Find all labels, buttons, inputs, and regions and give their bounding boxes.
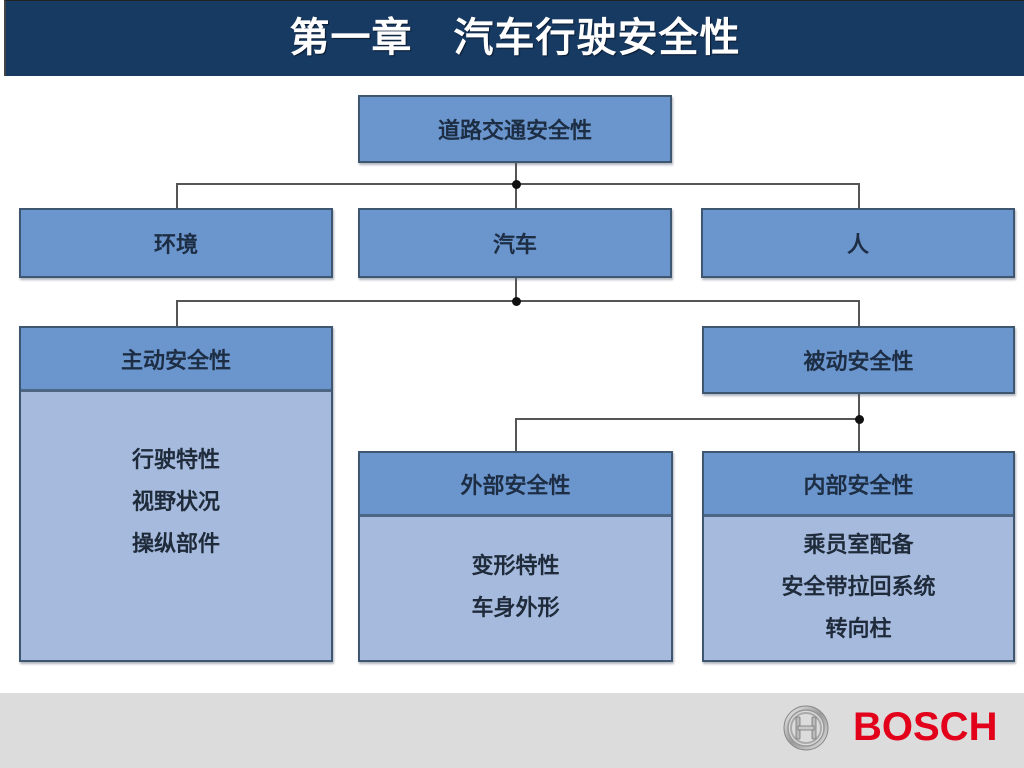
node-header: 外部安全性: [360, 453, 671, 517]
junction-dot: [512, 297, 521, 306]
connector-vehicle-down: [515, 277, 517, 302]
list-item: 视野状况: [131, 489, 220, 515]
junction-dot: [855, 415, 864, 424]
node-active-safety: 主动安全性 行驶特性 视野状况 操纵部件: [19, 326, 333, 662]
node-label: 主动安全性: [120, 347, 231, 374]
connector-to-passive: [858, 300, 860, 328]
slide-title: 第一章 汽车行驶安全性: [289, 14, 741, 61]
node-items: 行驶特性 视野状况 操纵部件: [21, 392, 331, 602]
brand-logo-text: BOSCH: [853, 705, 998, 749]
slide-header: 第一章 汽车行驶安全性: [4, 0, 1024, 76]
node-label: 环境: [153, 232, 198, 258]
node-header: 内部安全性: [704, 453, 1013, 517]
node-label: 人: [846, 232, 869, 258]
list-item: 变形特性: [471, 553, 560, 579]
node-label: 道路交通安全性: [437, 118, 592, 144]
list-item: 乘员室配备: [803, 532, 914, 558]
list-item: 操纵部件: [131, 531, 220, 557]
list-item: 安全带拉回系统: [781, 574, 936, 600]
node-label: 内部安全性: [803, 472, 914, 499]
junction-dot: [512, 180, 521, 189]
node-header: 主动安全性: [21, 328, 331, 392]
list-item: 转向柱: [825, 616, 892, 642]
node-vehicle: 汽车: [358, 208, 672, 278]
node-items: 变形特性 车身外形: [360, 517, 671, 657]
connector-to-external: [515, 418, 517, 452]
node-road-traffic-safety: 道路交通安全性: [358, 95, 672, 163]
node-environment: 环境: [19, 208, 333, 278]
list-item: 行驶特性: [131, 447, 220, 473]
node-human: 人: [701, 208, 1015, 278]
node-external-safety: 外部安全性 变形特性 车身外形: [358, 451, 673, 662]
bosch-armature-icon: [783, 705, 829, 751]
node-items: 乘员室配备 安全带拉回系统 转向柱: [704, 517, 1013, 657]
safety-org-chart: 道路交通安全性 环境 汽车 人 主动安全性 行驶特性 视野状况 操纵部件 被动安…: [19, 95, 1015, 662]
node-internal-safety: 内部安全性 乘员室配备 安全带拉回系统 转向柱: [702, 451, 1015, 662]
node-passive-safety: 被动安全性: [702, 326, 1015, 394]
list-item: 车身外形: [471, 595, 560, 621]
node-label: 被动安全性: [803, 349, 914, 375]
node-label: 汽车: [492, 232, 537, 258]
slide-footer: BOSCH: [0, 693, 1024, 768]
connector-level3-bar: [515, 418, 860, 420]
connector-to-environment: [176, 183, 178, 209]
connector-to-human: [858, 183, 860, 209]
connector-to-active: [176, 300, 178, 328]
node-label: 外部安全性: [460, 472, 571, 499]
